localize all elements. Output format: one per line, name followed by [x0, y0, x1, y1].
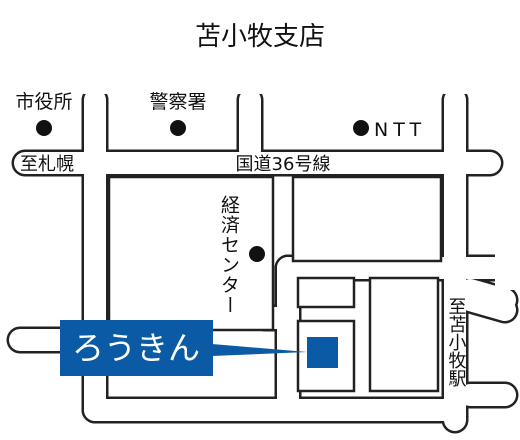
page-title: 苫小牧支店 — [195, 22, 325, 52]
ntt-label: NTT — [374, 119, 426, 141]
block-small-upper — [296, 276, 356, 309]
road-end-caps — [81, 80, 520, 290]
police-station-marker-icon — [170, 120, 186, 136]
rokin-marker — [307, 337, 338, 368]
ntt-marker-icon — [353, 120, 369, 136]
to-tomakomai-station-label: 至苫小牧駅 — [446, 297, 467, 388]
police-station-label: 警察署 — [149, 91, 206, 113]
block-northeast — [291, 175, 443, 263]
city-hall-label: 市役所 — [15, 91, 72, 113]
callout-pointer — [212, 344, 307, 356]
callout-label: ろうきん — [72, 329, 200, 367]
city-blocks — [107, 175, 443, 393]
block-west — [107, 175, 275, 332]
city-hall-marker-icon — [36, 120, 52, 136]
callout-box — [60, 320, 213, 376]
to-sapporo-label: 至札幌 — [20, 154, 74, 175]
keizai-center-marker-icon — [249, 246, 265, 262]
route36-label: 国道36号線 — [236, 154, 331, 175]
keizai-center-label: 経済センター — [218, 195, 240, 315]
block-east — [368, 276, 440, 393]
